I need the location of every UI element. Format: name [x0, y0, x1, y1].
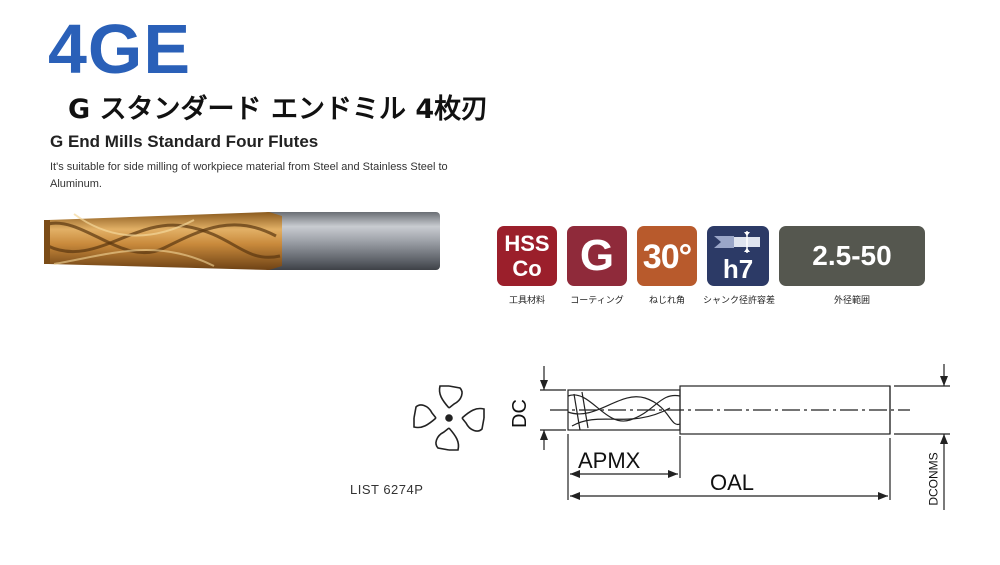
end-mill-photo [44, 212, 440, 270]
model-code: 4GE [48, 10, 192, 88]
diameter-range-badge: 2.5-50 [779, 226, 925, 286]
shank-tolerance-icon [714, 231, 760, 253]
tool-material-line2: Co [512, 256, 542, 281]
dc-label: DC [508, 399, 531, 428]
tool-material-badge: HSS Co [497, 226, 557, 286]
product-description: It's suitable for side milling of workpi… [50, 161, 448, 190]
end-view-icon [413, 385, 485, 451]
diameter-range-caption: 外径範囲 [833, 296, 870, 306]
shank-tolerance-caption: シャンク径許容差 [703, 296, 776, 306]
apmx-label: APMX [578, 448, 641, 473]
dconms-label: DCONMS [926, 452, 941, 506]
shank-tolerance-badge: h7 [707, 226, 769, 286]
helix-angle-caption: ねじれ角 [648, 296, 685, 306]
dimension-drawing [540, 364, 950, 510]
coating-caption: コーティング [570, 296, 624, 306]
tool-material-line1: HSS [504, 231, 550, 256]
coating-badge: G [567, 226, 627, 286]
tool-material-caption: 工具材料 [508, 296, 545, 306]
shank-tolerance-value: h7 [722, 254, 754, 284]
helix-angle-badge: 30° [637, 226, 697, 286]
product-title-en: G End Mills Standard Four Flutes [50, 132, 319, 151]
product-title-jp: G スタンダード エンドミル 4枚刃 [68, 94, 489, 125]
oal-label: OAL [710, 470, 755, 495]
list-number: LIST 6274P [350, 482, 424, 497]
